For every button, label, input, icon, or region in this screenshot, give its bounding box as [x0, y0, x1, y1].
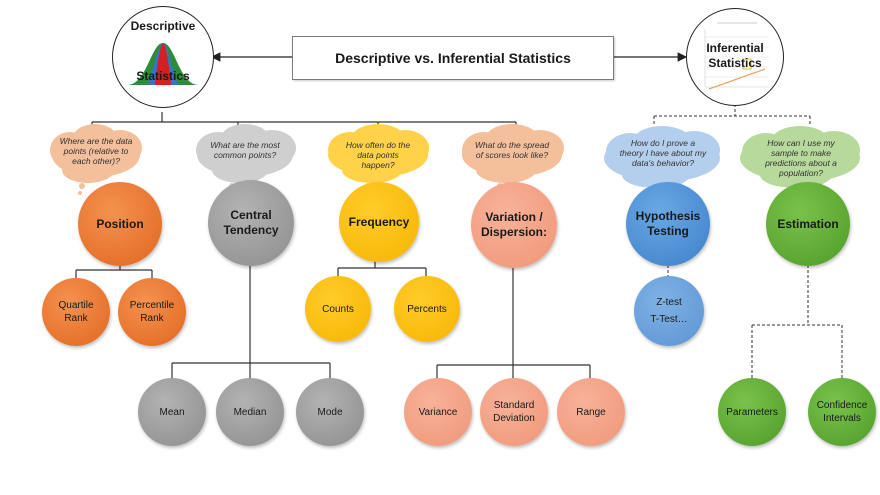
- ttest-label: T-Test…: [650, 314, 688, 325]
- median-node: Median: [216, 378, 284, 446]
- hypothesis-testing-node: Hypothesis Testing: [626, 182, 710, 266]
- inferential-statistics-node: Inferential Statistics: [686, 8, 784, 106]
- confidence-label-2: Intervals: [823, 413, 861, 424]
- cloud-estimation: [740, 126, 860, 200]
- frequency-label: Frequency: [348, 214, 410, 229]
- title-box: Descriptive vs. Inferential Statistics: [292, 36, 614, 80]
- counts-label: Counts: [322, 303, 354, 315]
- bell-curve-icon: [127, 43, 199, 85]
- question-variation: What do the spread of scores look like?: [474, 140, 550, 160]
- median-label: Median: [233, 406, 267, 418]
- percentile-label-1: Percentile: [129, 300, 175, 311]
- confidence-intervals-node: Confidence Intervals: [808, 378, 876, 446]
- stddev-label-2: Deviation: [493, 413, 535, 424]
- central-tendency-label-2: Tendency: [223, 223, 279, 237]
- hypothesis-label-1: Hypothesis: [635, 209, 701, 223]
- percents-label: Percents: [407, 303, 447, 315]
- variation-node: Variation / Dispersion:: [471, 182, 557, 268]
- cloud-central: [196, 124, 296, 195]
- variation-label-2: Dispersion:: [480, 225, 547, 239]
- question-central: What are the most common points?: [210, 140, 280, 160]
- counts-node: Counts: [305, 276, 371, 342]
- scatter-plot-icon: [704, 22, 769, 90]
- percents-node: Percents: [394, 276, 460, 342]
- variance-node: Variance: [404, 378, 472, 446]
- descriptive-title-line2: Statistics: [136, 69, 190, 83]
- cloud-frequency: [328, 124, 429, 195]
- central-tendency-node: Central Tendency: [208, 180, 294, 266]
- percentile-rank-node: Percentile Rank: [118, 278, 186, 346]
- diagram-title: Descriptive vs. Inferential Statistics: [335, 50, 571, 66]
- estimation-label: Estimation: [777, 216, 839, 231]
- mean-label: Mean: [159, 406, 185, 418]
- descriptive-title-line1: Descriptive: [130, 19, 196, 33]
- hypothesis-label-2: Testing: [647, 224, 689, 238]
- variance-label: Variance: [418, 406, 458, 418]
- confidence-label-1: Confidence: [816, 400, 868, 411]
- position-node: Position: [78, 182, 162, 266]
- percentile-label-2: Rank: [140, 313, 164, 324]
- position-label: Position: [96, 216, 144, 231]
- parameters-node: Parameters: [718, 378, 786, 446]
- cloud-hypothesis: [604, 126, 720, 200]
- quartile-rank-node: Quartile Rank: [42, 278, 110, 346]
- mode-label: Mode: [317, 406, 343, 418]
- quartile-label-2: Rank: [64, 313, 88, 324]
- range-node: Range: [557, 378, 625, 446]
- range-label: Range: [576, 406, 606, 418]
- mean-node: Mean: [138, 378, 206, 446]
- inferential-title-line1: Inferential: [706, 41, 764, 55]
- quartile-label-1: Quartile: [58, 300, 94, 311]
- variation-label-1: Variation /: [485, 210, 543, 224]
- question-frequency: How often do the data points happen?: [345, 140, 411, 170]
- frequency-node: Frequency: [339, 182, 419, 262]
- central-tendency-label-1: Central: [230, 208, 272, 222]
- question-estimation: How can I use my sample to make predicti…: [765, 138, 837, 178]
- cloud-position: [50, 124, 142, 195]
- question-hypothesis: How do I prove a theory I have about my …: [619, 138, 707, 168]
- tests-node: Z-test T-Test…: [634, 276, 704, 346]
- parameters-label: Parameters: [726, 406, 778, 418]
- cloud-variation: [462, 124, 564, 195]
- mode-node: Mode: [296, 378, 364, 446]
- estimation-node: Estimation: [766, 182, 850, 266]
- ztest-label: Z-test: [656, 297, 682, 308]
- stddev-label-1: Standard: [493, 400, 535, 411]
- question-position: Where are the data points (relative to e…: [59, 136, 133, 166]
- inferential-title-line2: Statistics: [708, 56, 762, 70]
- descriptive-statistics-node: Descriptive Statistics: [112, 6, 214, 108]
- standard-deviation-node: Standard Deviation: [480, 378, 548, 446]
